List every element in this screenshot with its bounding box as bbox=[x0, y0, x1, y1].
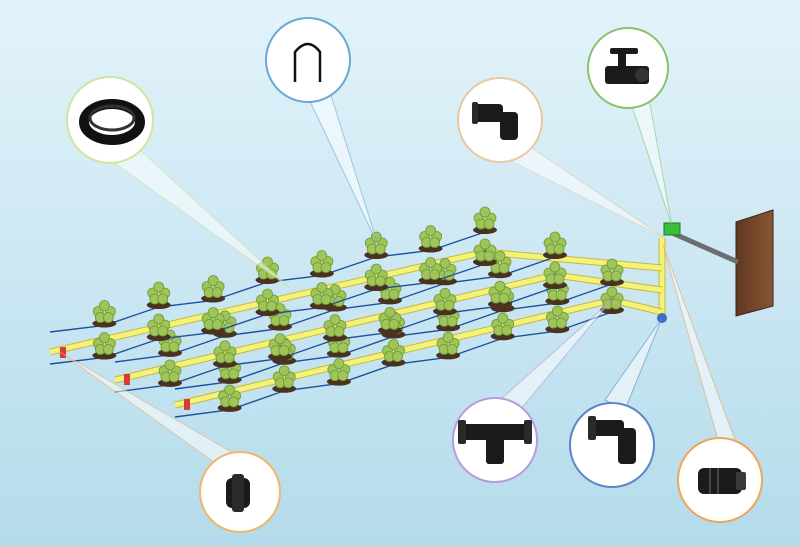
plant bbox=[309, 250, 334, 278]
plant bbox=[488, 280, 512, 309]
callout-offtake-connector bbox=[199, 451, 281, 533]
end-plug-marker bbox=[184, 399, 190, 410]
supply-pipe bbox=[668, 229, 740, 265]
end-plug-marker bbox=[124, 374, 130, 385]
end-plug-icon bbox=[698, 468, 746, 494]
end-plug-marker bbox=[60, 347, 66, 358]
callout-u-stake bbox=[265, 17, 351, 103]
callout-ball-valve bbox=[587, 27, 669, 109]
callout-pointers bbox=[59, 79, 736, 471]
plant bbox=[378, 306, 402, 335]
plant bbox=[92, 332, 117, 360]
plant bbox=[217, 384, 242, 412]
plant bbox=[272, 365, 297, 393]
plant bbox=[473, 238, 497, 266]
plant bbox=[545, 305, 570, 334]
plant bbox=[309, 282, 334, 310]
plant bbox=[158, 329, 182, 357]
planting-field bbox=[49, 206, 624, 418]
plant bbox=[490, 312, 515, 341]
plant bbox=[418, 225, 443, 253]
callout-end-plug bbox=[677, 437, 763, 523]
plant bbox=[473, 206, 497, 234]
elbow-connector-icon bbox=[472, 102, 518, 140]
plant bbox=[433, 287, 457, 316]
plant bbox=[381, 339, 406, 367]
wall bbox=[735, 209, 774, 317]
callout-elbow-connector bbox=[569, 402, 655, 488]
plant bbox=[326, 330, 351, 358]
valve-marker bbox=[663, 222, 681, 236]
valve-icon bbox=[605, 48, 649, 84]
plant bbox=[213, 340, 237, 368]
tube-coil-icon bbox=[79, 99, 145, 145]
plant bbox=[255, 288, 280, 316]
plant bbox=[364, 263, 389, 291]
plant bbox=[92, 300, 117, 328]
u-stake-icon bbox=[293, 42, 322, 82]
plant bbox=[418, 257, 443, 285]
plant bbox=[543, 231, 567, 259]
plant bbox=[543, 261, 567, 289]
plant bbox=[323, 314, 347, 342]
plant bbox=[146, 281, 171, 309]
plant bbox=[158, 359, 182, 387]
elbow-connector-icon bbox=[588, 416, 636, 464]
plant bbox=[201, 307, 226, 335]
offtake-connector-icon bbox=[226, 474, 250, 512]
tee-connector-icon bbox=[458, 420, 532, 464]
plant bbox=[364, 231, 389, 259]
plant bbox=[268, 333, 292, 361]
plant bbox=[326, 358, 351, 386]
callout-elbow-main bbox=[457, 77, 543, 163]
plant bbox=[436, 331, 461, 360]
callout-black-tube bbox=[66, 76, 154, 164]
plant bbox=[201, 275, 226, 303]
plant bbox=[600, 258, 624, 286]
plant bbox=[146, 313, 171, 341]
callout-tee-connector bbox=[452, 397, 538, 483]
